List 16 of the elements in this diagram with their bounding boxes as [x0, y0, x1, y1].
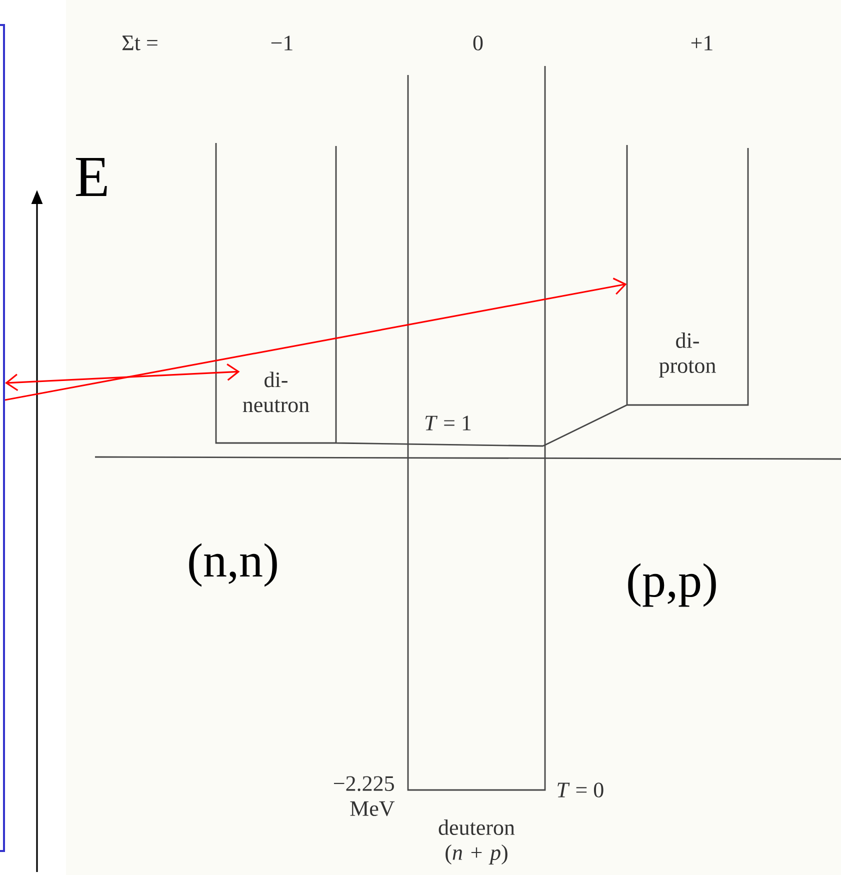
column-label: −1 — [271, 36, 292, 50]
well-label: di- neutron — [242, 372, 310, 412]
pair-label: (p,p) — [628, 563, 716, 607]
level-label: −2.225 MeV — [334, 776, 395, 816]
pair-label: (n,n) — [189, 543, 277, 587]
level-label: T = 1 — [425, 416, 471, 430]
panel-frame — [0, 24, 5, 852]
column-label: 0 — [473, 36, 483, 50]
potential-well: di- proton — [542, 144, 749, 447]
column-label: Σt = — [122, 36, 158, 50]
well-label: deuteron (n + p) — [438, 820, 515, 864]
level-label: T = 0 — [558, 782, 604, 798]
column-label: +1 — [691, 36, 712, 50]
axis-label: E — [76, 158, 107, 196]
arrow — [4, 278, 627, 401]
arrow — [5, 364, 240, 392]
